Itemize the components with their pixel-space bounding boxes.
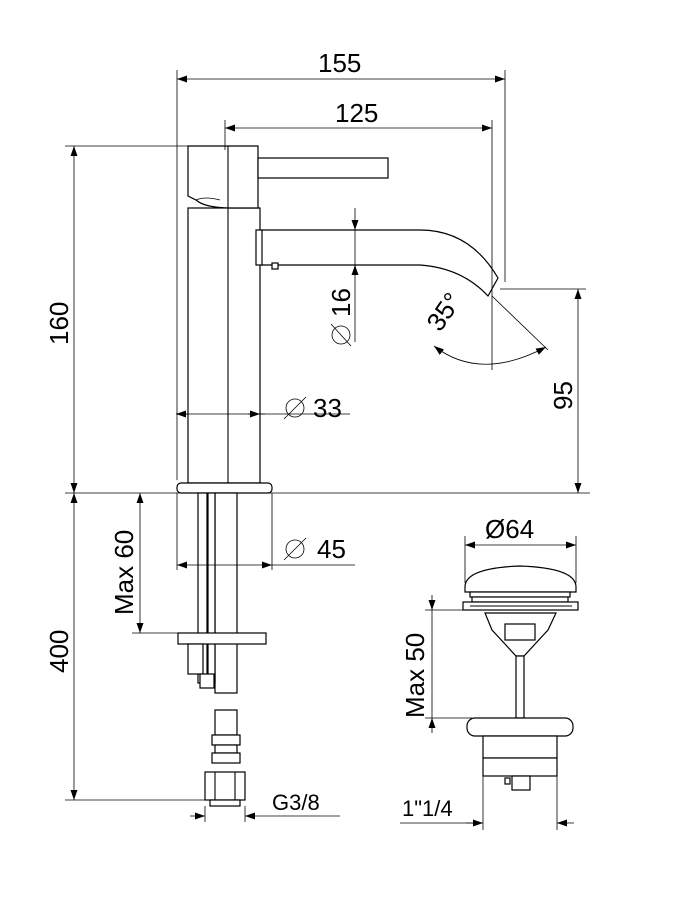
waste-cap xyxy=(464,565,577,593)
hose-connector xyxy=(214,709,238,736)
hose-length-label: 400 xyxy=(44,630,74,673)
waste-diameter-label: Ø64 xyxy=(485,514,534,544)
max-basin-thickness-label: Max 50 xyxy=(400,633,430,718)
faucet-spout xyxy=(259,229,499,298)
waste-thread-label: 1"1/4 xyxy=(402,796,453,821)
base-diameter-label: 45 xyxy=(317,534,346,564)
body-diameter-label: 33 xyxy=(313,393,342,423)
dimension-lines xyxy=(65,70,590,822)
waste-diameter-value: 64 xyxy=(505,514,534,544)
overall-width-label: 155 xyxy=(318,48,361,78)
faucet-lever xyxy=(257,157,389,179)
connection-thread-label: G3/8 xyxy=(272,790,320,815)
spout-reach-label: 125 xyxy=(335,98,378,128)
faucet-base-flange xyxy=(176,482,273,494)
waste-nut xyxy=(466,717,574,737)
body-height-label: 160 xyxy=(44,302,74,345)
waste-diameter-prefix: Ø xyxy=(485,514,505,544)
fixing-washer xyxy=(177,632,267,645)
diameter-symbol-icon xyxy=(283,537,307,561)
spout-angle-label: 35° xyxy=(420,287,467,336)
diameter-symbol-icon xyxy=(283,396,307,420)
pop-up-waste xyxy=(462,565,579,791)
waste-dimension-lines xyxy=(400,536,577,830)
spout-diameter-label: 16 xyxy=(326,288,356,317)
max-deck-thickness-label: Max 60 xyxy=(109,530,139,615)
faucet-body xyxy=(187,207,261,484)
spout-height-label: 95 xyxy=(548,381,578,410)
flexible-hose-2 xyxy=(207,492,216,684)
faucet-side-view xyxy=(176,145,499,807)
mounting-stud xyxy=(214,492,238,694)
diameter-symbol-icon xyxy=(330,323,352,347)
